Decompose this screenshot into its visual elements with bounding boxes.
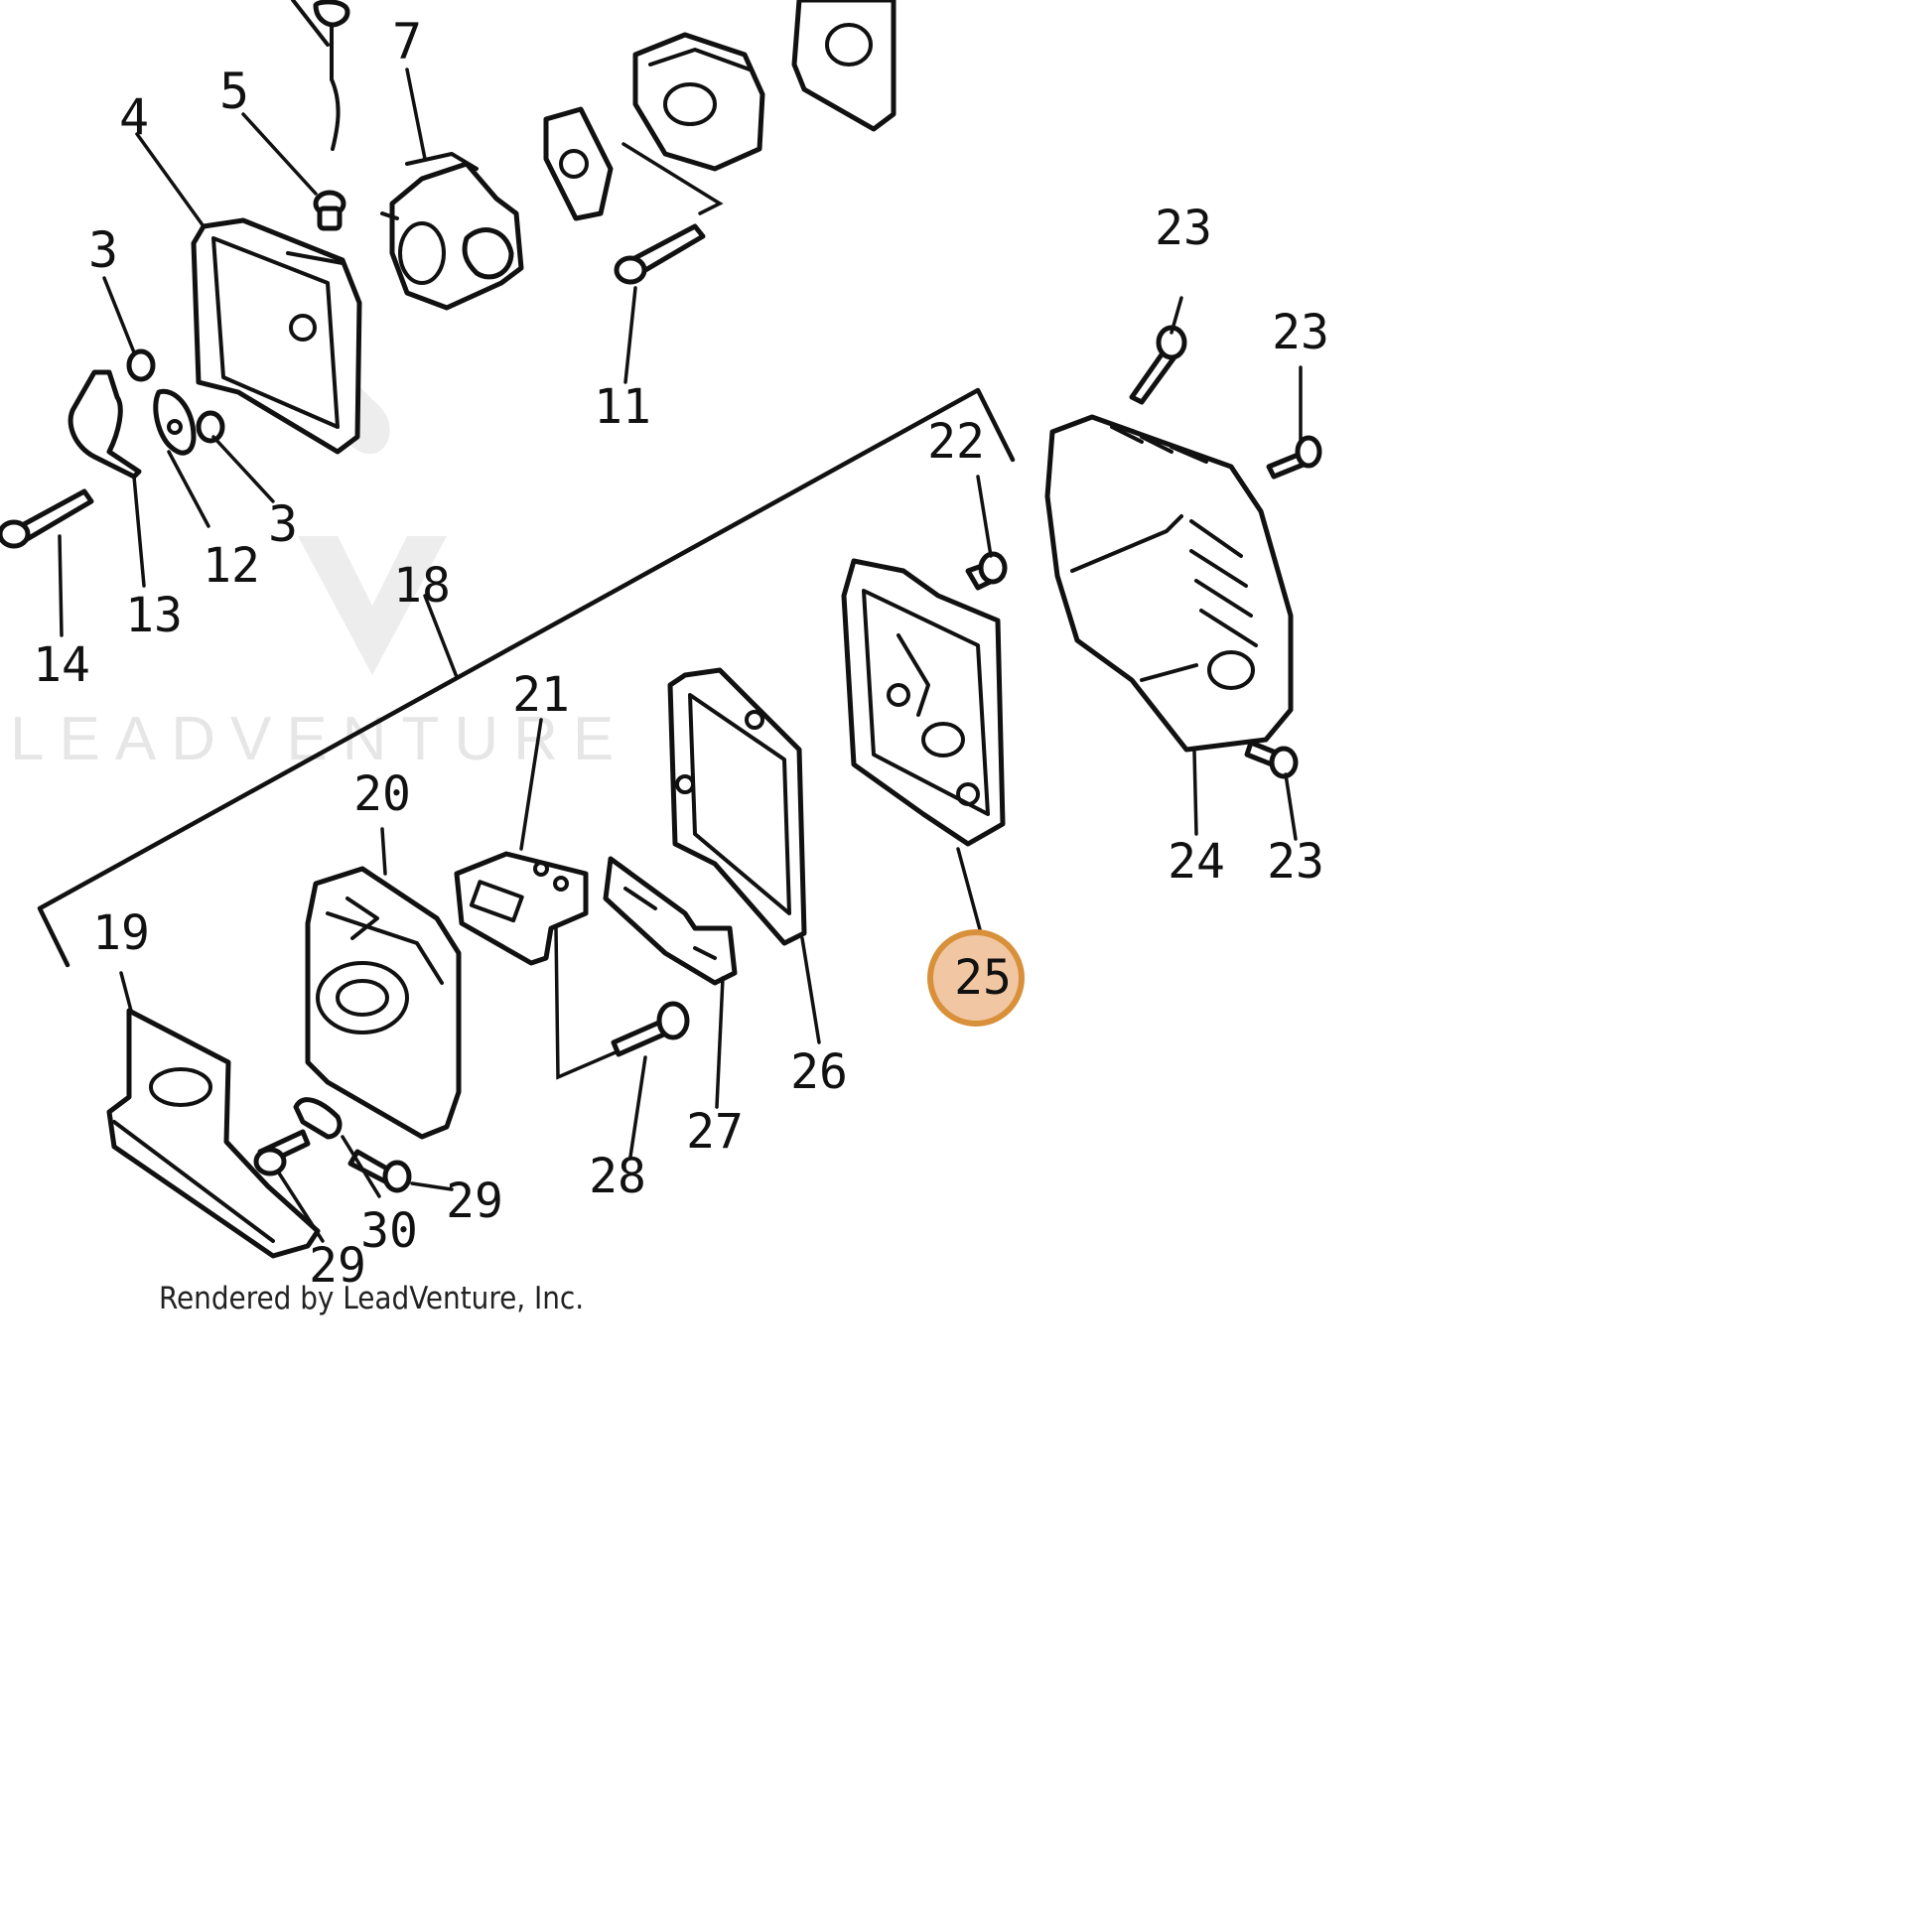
callout-11[interactable]: 11 [594, 379, 651, 435]
callout-29-left[interactable]: 29 [309, 1238, 366, 1294]
callout-13[interactable]: 13 [125, 588, 183, 643]
screw-part-23-right [1266, 435, 1322, 480]
plate-part-upper-right [791, 0, 897, 132]
clip-part-30 [293, 1097, 343, 1140]
callout-4[interactable]: 4 [119, 88, 149, 146]
callout-25[interactable]: 25 [954, 950, 1012, 1006]
muffler-shroud-part-24 [1044, 414, 1294, 753]
muffler-cover-part-25 [841, 558, 1006, 847]
screw-part-23-bottom [1244, 740, 1299, 779]
bracket-part-13 [68, 369, 142, 480]
watermark: LEADVENTURE [10, 362, 628, 773]
spacer-part-21 [454, 851, 589, 966]
plate-part-12 [153, 388, 197, 456]
carburetor-part-7 [380, 152, 524, 311]
callout-7[interactable]: 7 [392, 13, 422, 70]
callout-24[interactable]: 24 [1168, 834, 1225, 890]
callout-23-top[interactable]: 23 [1155, 201, 1212, 256]
callout-26[interactable]: 26 [790, 1044, 848, 1100]
callout-19[interactable]: 19 [92, 905, 150, 961]
bolt-part-28 [611, 1001, 690, 1057]
gasket-part-upper [543, 106, 614, 221]
primer-rod-part [291, 0, 350, 151]
callout-14[interactable]: 14 [33, 637, 90, 693]
callout-30[interactable]: 30 [360, 1203, 418, 1259]
spark-screen-part-27 [603, 856, 738, 986]
intake-block-part [632, 32, 765, 172]
bolt-part-29-right [347, 1149, 412, 1193]
bolt-part-14 [0, 488, 94, 549]
washer-part-3-upper [126, 348, 156, 382]
callout-3-lower[interactable]: 3 [268, 495, 298, 553]
screw-part-23-top [1129, 325, 1187, 405]
callout-29-right[interactable]: 29 [446, 1173, 503, 1229]
screw-part-22 [965, 551, 1008, 591]
callout-12[interactable]: 12 [203, 538, 260, 594]
callout-5[interactable]: 5 [219, 63, 249, 120]
muffler-assembly [106, 296, 1322, 1259]
heat-shield-part-19 [106, 1008, 321, 1259]
air-filter-housing-part-4 [191, 217, 362, 455]
watermark-text: LEADVENTURE [10, 705, 628, 773]
gasket-part-26 [667, 667, 807, 946]
upper-assembly [0, 0, 897, 637]
washer-part-3-lower [196, 410, 225, 444]
highlight-circle [927, 929, 1025, 1027]
bushing-part-5 [313, 190, 346, 231]
callout-3-upper[interactable]: 3 [88, 221, 118, 279]
callout-20[interactable]: 20 [353, 766, 411, 822]
assembly-bracket-18 [37, 387, 1016, 968]
callout-21[interactable]: 21 [512, 667, 570, 723]
bolt-part-11 [614, 223, 706, 285]
callout-23-bottom[interactable]: 23 [1267, 834, 1324, 890]
callout-18[interactable]: 18 [393, 558, 451, 614]
callout-23-right[interactable]: 23 [1272, 305, 1329, 360]
callout-25-highlighted[interactable]: 25 [927, 929, 1025, 1027]
credit-text: Rendered by LeadVenture, Inc. [159, 1281, 584, 1316]
bolt-part-29-left [253, 1129, 311, 1176]
muffler-body-part-20 [305, 866, 462, 1140]
callout-27[interactable]: 27 [686, 1104, 744, 1160]
callout-22[interactable]: 22 [927, 414, 985, 470]
callout-28[interactable]: 28 [589, 1149, 646, 1204]
callout-labels: 3 3 4 5 7 11 12 13 14 18 19 20 21 22 23 … [33, 13, 1329, 1294]
